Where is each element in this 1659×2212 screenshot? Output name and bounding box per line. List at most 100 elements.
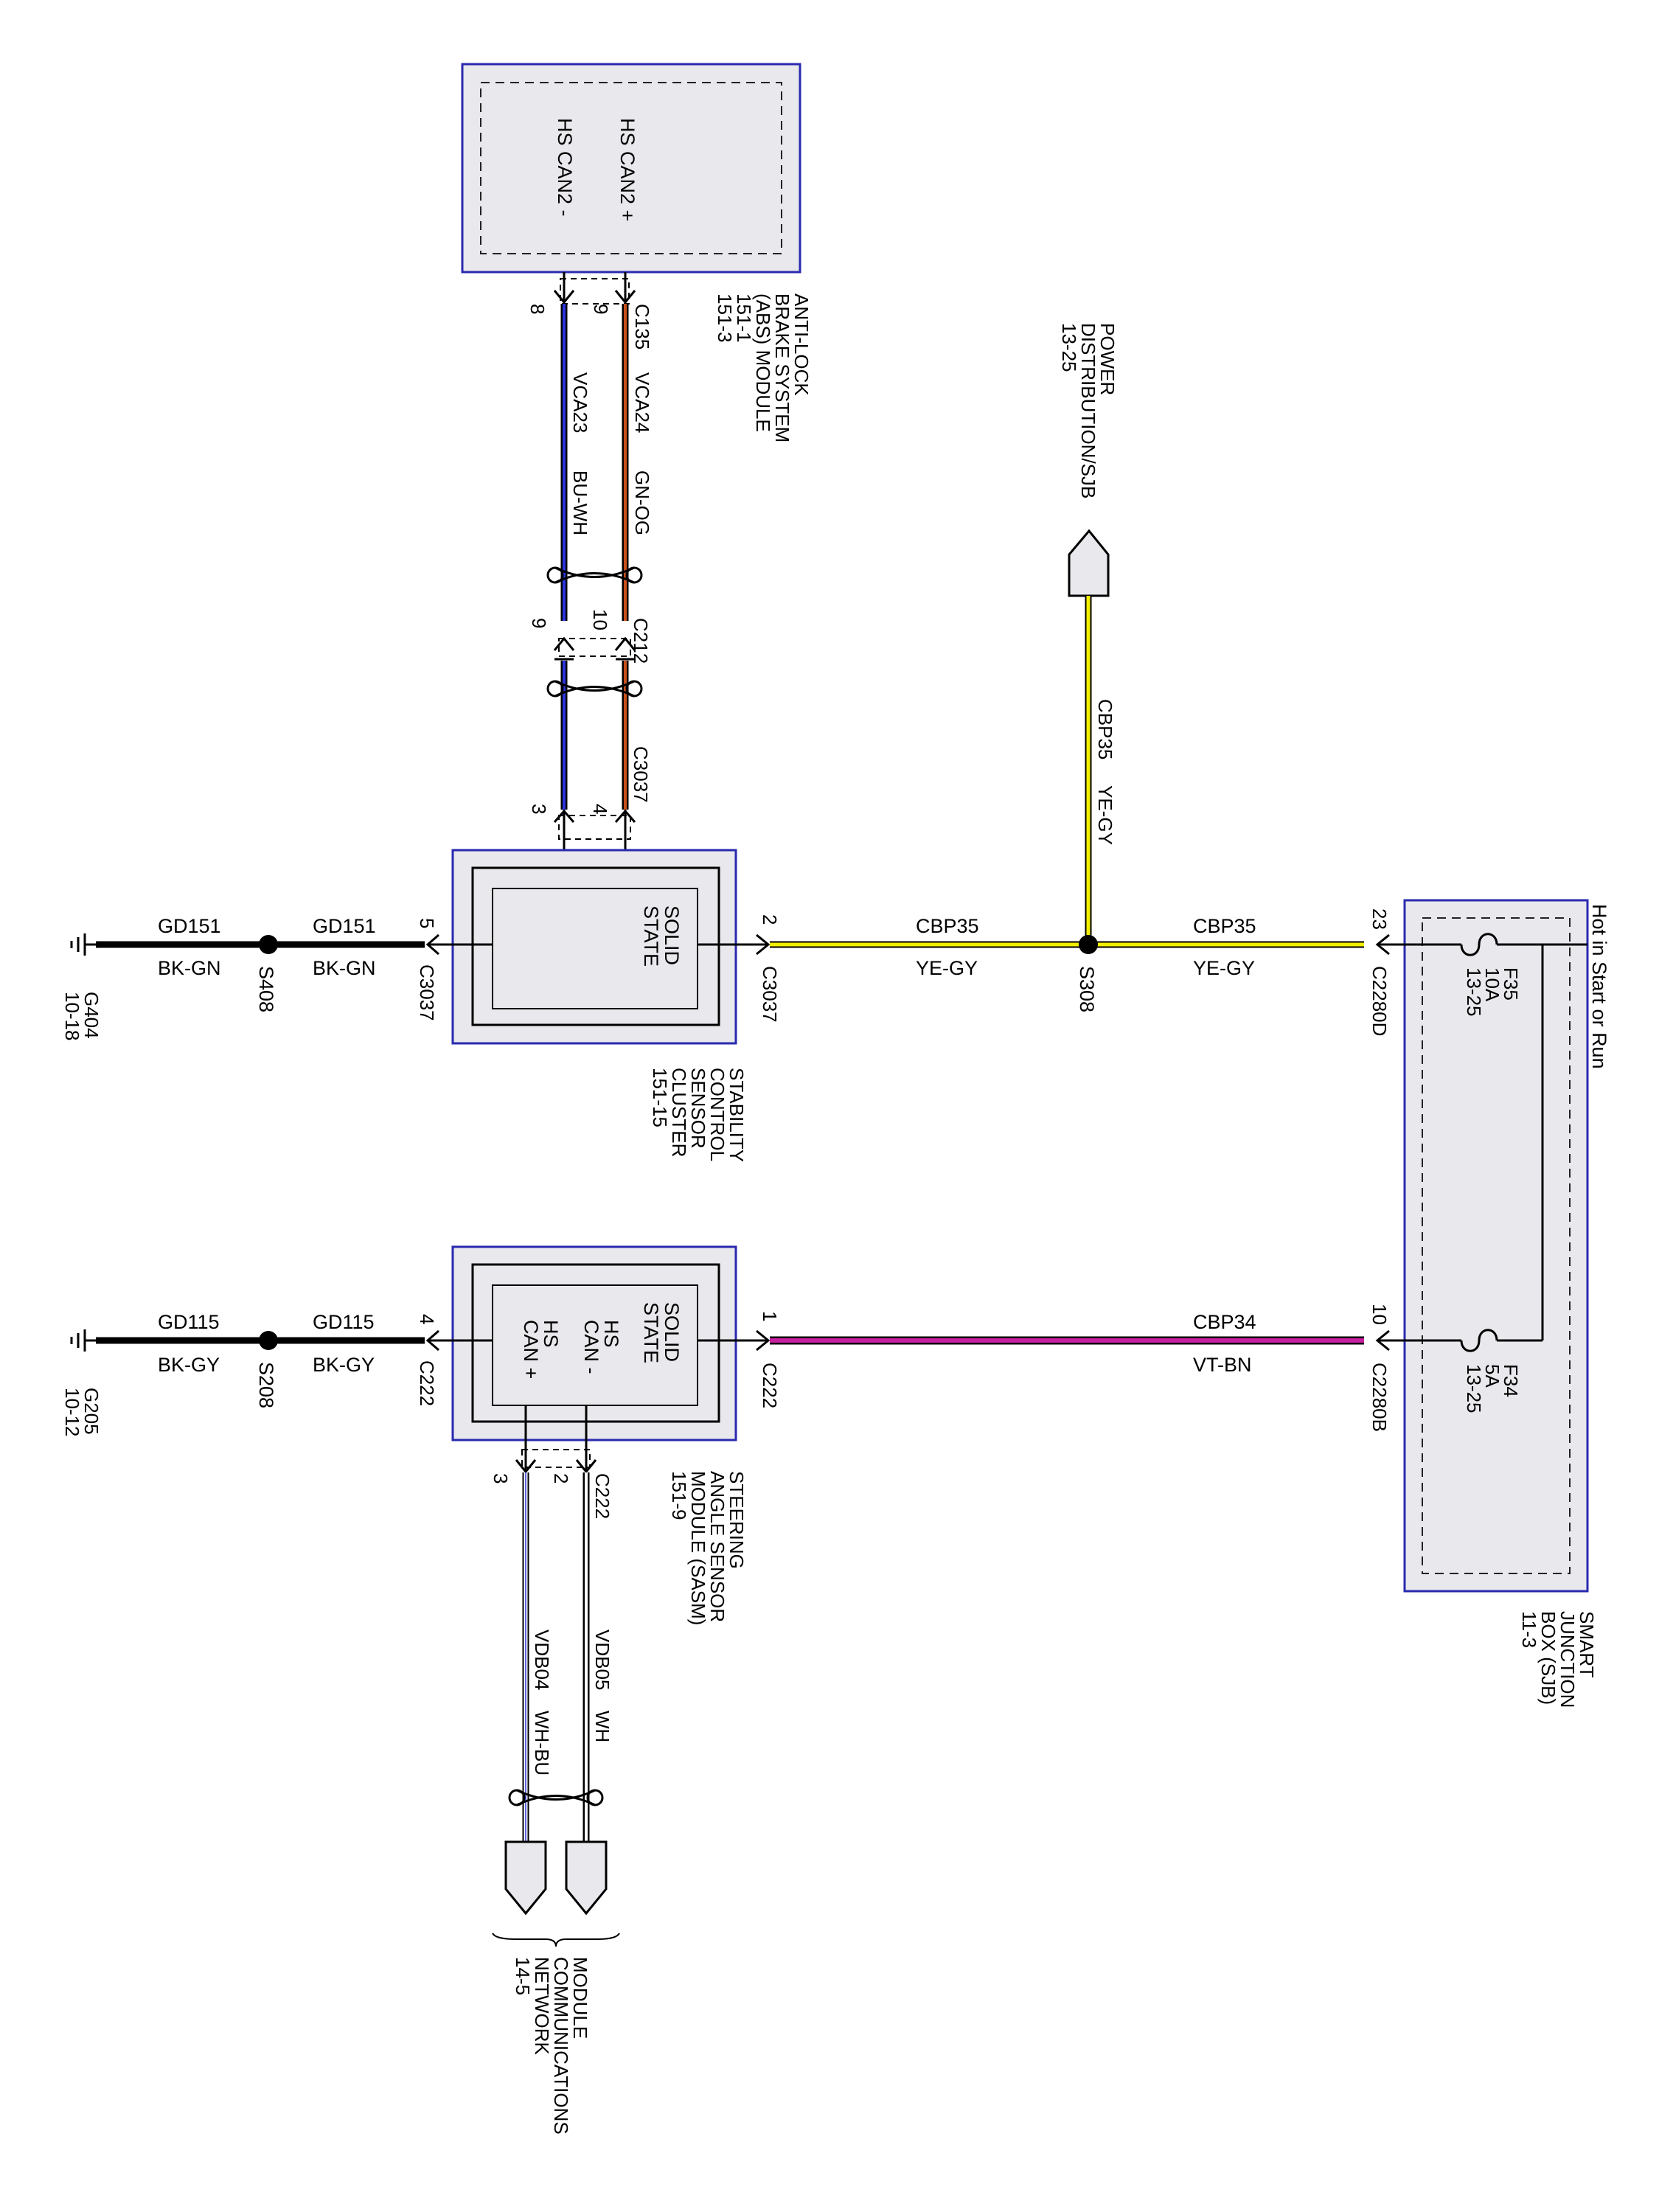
stability-inner-solid: SOLID (661, 905, 683, 965)
sjb-hot-label: Hot in Start or Run (1588, 904, 1610, 1069)
gd151-left-circuit: GD151 (158, 915, 221, 937)
abs-module-title: ANTI-LOCK BRAKE SYSTEM (ABS) MODULE 151-… (714, 293, 813, 442)
connector-c222-left (425, 1329, 493, 1352)
cbp34-color: VT-BN (1193, 1354, 1252, 1376)
ground-symbol-g404 (70, 933, 97, 956)
gd115-right-circuit: GD115 (313, 1311, 375, 1333)
gd151-right-color: BK-GN (313, 957, 376, 979)
vdb04-circuit: VDB04 (531, 1630, 553, 1690)
fuse-f34-icon (1375, 1329, 1504, 1352)
vca24-circuit: VCA24 (631, 372, 653, 433)
power-distribution-title: POWER DISTRIBUTION/SJB 13-25 (1058, 323, 1119, 498)
c3037-pin3: 3 (528, 804, 550, 814)
sjb-bus (1504, 943, 1587, 1342)
gd151-left-color: BK-GN (158, 957, 221, 979)
power-title-line1: POWER (1096, 323, 1119, 395)
abs-title-line4: 151-1 (733, 293, 755, 343)
g205-ref: 10-12 (61, 1388, 83, 1437)
splice-s408 (259, 935, 278, 954)
vdb05-color: WH (591, 1711, 613, 1742)
c222-left-pin: 4 (416, 1314, 438, 1324)
g205-label: G205 (80, 1388, 102, 1435)
c222-right-label: C222 (759, 1363, 781, 1408)
f34-rating: 5A (1481, 1364, 1503, 1388)
c135-connector-label: C135 (631, 304, 653, 349)
power-title-line2: DISTRIBUTION/SJB (1077, 323, 1099, 498)
g404-label: G404 (80, 992, 102, 1039)
c3037-pin4: 4 (589, 804, 611, 814)
network-title: MODULE COMMUNICATIONS NETWORK 14-5 (512, 1957, 591, 2135)
stability-cluster-frame (471, 866, 720, 1026)
vdb05-circuit: VDB05 (591, 1630, 613, 1690)
sasm-inner-hs-minus: HS (600, 1320, 622, 1348)
sasm-title-line4: 151-9 (668, 1471, 690, 1520)
s308-right-circuit: CBP35 (1193, 915, 1256, 937)
vca23-color: BU-WH (569, 470, 591, 535)
sasm-inner (492, 1284, 698, 1406)
s308-left-color: YE-GY (916, 957, 978, 979)
sjb-inner (1422, 917, 1571, 1574)
network-terminal-can-plus (504, 1840, 547, 1916)
connector-c222-bottom (515, 1405, 597, 1474)
sjb-title-line4: 11-3 (1518, 1611, 1540, 1648)
sjb-title: SMART JUNCTION BOX (SJB) 11-3 (1518, 1611, 1598, 1708)
power-circuit-label: CBP35 (1094, 699, 1116, 759)
network-title-line3: NETWORK (531, 1957, 553, 2056)
stability-title-line5: 151-15 (649, 1068, 671, 1127)
gd151-right-circuit: GD151 (313, 915, 376, 937)
abs-title-line5: 151-3 (714, 293, 736, 343)
sjb-title-line1: SMART (1576, 1611, 1598, 1678)
fuse-f35-icon (1375, 933, 1543, 956)
stability-cluster-inner (492, 888, 698, 1009)
abs-module-inner (480, 82, 782, 254)
c222-bottom-pin3: 3 (490, 1473, 512, 1484)
f35-ref: 13-25 (1463, 967, 1485, 1017)
c222-bottom-label: C222 (591, 1473, 613, 1519)
c222-bottom-pin2: 2 (550, 1473, 572, 1484)
sjb-title-line2: JUNCTION (1557, 1611, 1579, 1708)
vca23-circuit: VCA23 (569, 372, 591, 433)
twist-symbol-upper (546, 566, 643, 584)
network-terminal-can-minus (565, 1840, 608, 1916)
f34-ref: 13-25 (1463, 1364, 1485, 1413)
ground-symbol-g205 (70, 1329, 97, 1352)
sasm-title-line1: STEERING (726, 1471, 748, 1569)
sasm-inner-can-minus: CAN - (580, 1320, 602, 1374)
stability-title-line4: CLUSTER (668, 1068, 690, 1157)
c2280d-pin: 23 (1368, 908, 1391, 930)
c3037-left-pin: 5 (416, 918, 438, 928)
s308-label: S308 (1076, 966, 1098, 1012)
c222-left-label: C222 (416, 1360, 438, 1406)
connector-c3037-right (698, 933, 771, 956)
sasm-title-line3: MODULE (SASM) (687, 1471, 709, 1625)
s308-left-circuit: CBP35 (916, 915, 979, 937)
stability-title-line1: STABILITY (726, 1068, 748, 1162)
s208-label: S208 (255, 1362, 277, 1408)
connector-c222-right (698, 1329, 771, 1352)
connector-c212 (553, 636, 636, 661)
c3037-left-label: C3037 (416, 964, 438, 1021)
gd115-right-color: BK-GY (313, 1354, 375, 1376)
splice-s308 (1079, 935, 1098, 954)
f35-rating: 10A (1481, 967, 1503, 1002)
sasm-title-line2: ANGLE SENSOR (706, 1471, 728, 1622)
cbp34-circuit: CBP34 (1193, 1311, 1256, 1333)
sjb-box (1403, 899, 1589, 1593)
power-color-label: YE-GY (1094, 785, 1116, 845)
gd115-left-color: BK-GY (158, 1354, 220, 1376)
stability-title-line3: SENSOR (687, 1068, 709, 1149)
c3037-connector-label: C3037 (630, 746, 652, 803)
f35-name: F35 (1500, 967, 1522, 1001)
vdb04-color: WH-BU (531, 1711, 553, 1775)
sasm-inner-state: STATE (640, 1302, 662, 1363)
c2280d-label: C2280D (1368, 966, 1391, 1036)
s308-right-color: YE-GY (1193, 957, 1255, 979)
stability-inner-state: STATE (640, 905, 662, 967)
gd115-left-circuit: GD115 (158, 1311, 220, 1333)
f34-name: F34 (1500, 1364, 1522, 1397)
sasm-module: SOLID STATE HS CAN - HS CAN + (451, 1245, 737, 1441)
c2280b-pin: 10 (1368, 1304, 1391, 1325)
c3037-right-label: C3037 (759, 966, 781, 1023)
vca24-color: GN-OG (631, 470, 653, 535)
power-title-line3: 13-25 (1058, 323, 1080, 372)
